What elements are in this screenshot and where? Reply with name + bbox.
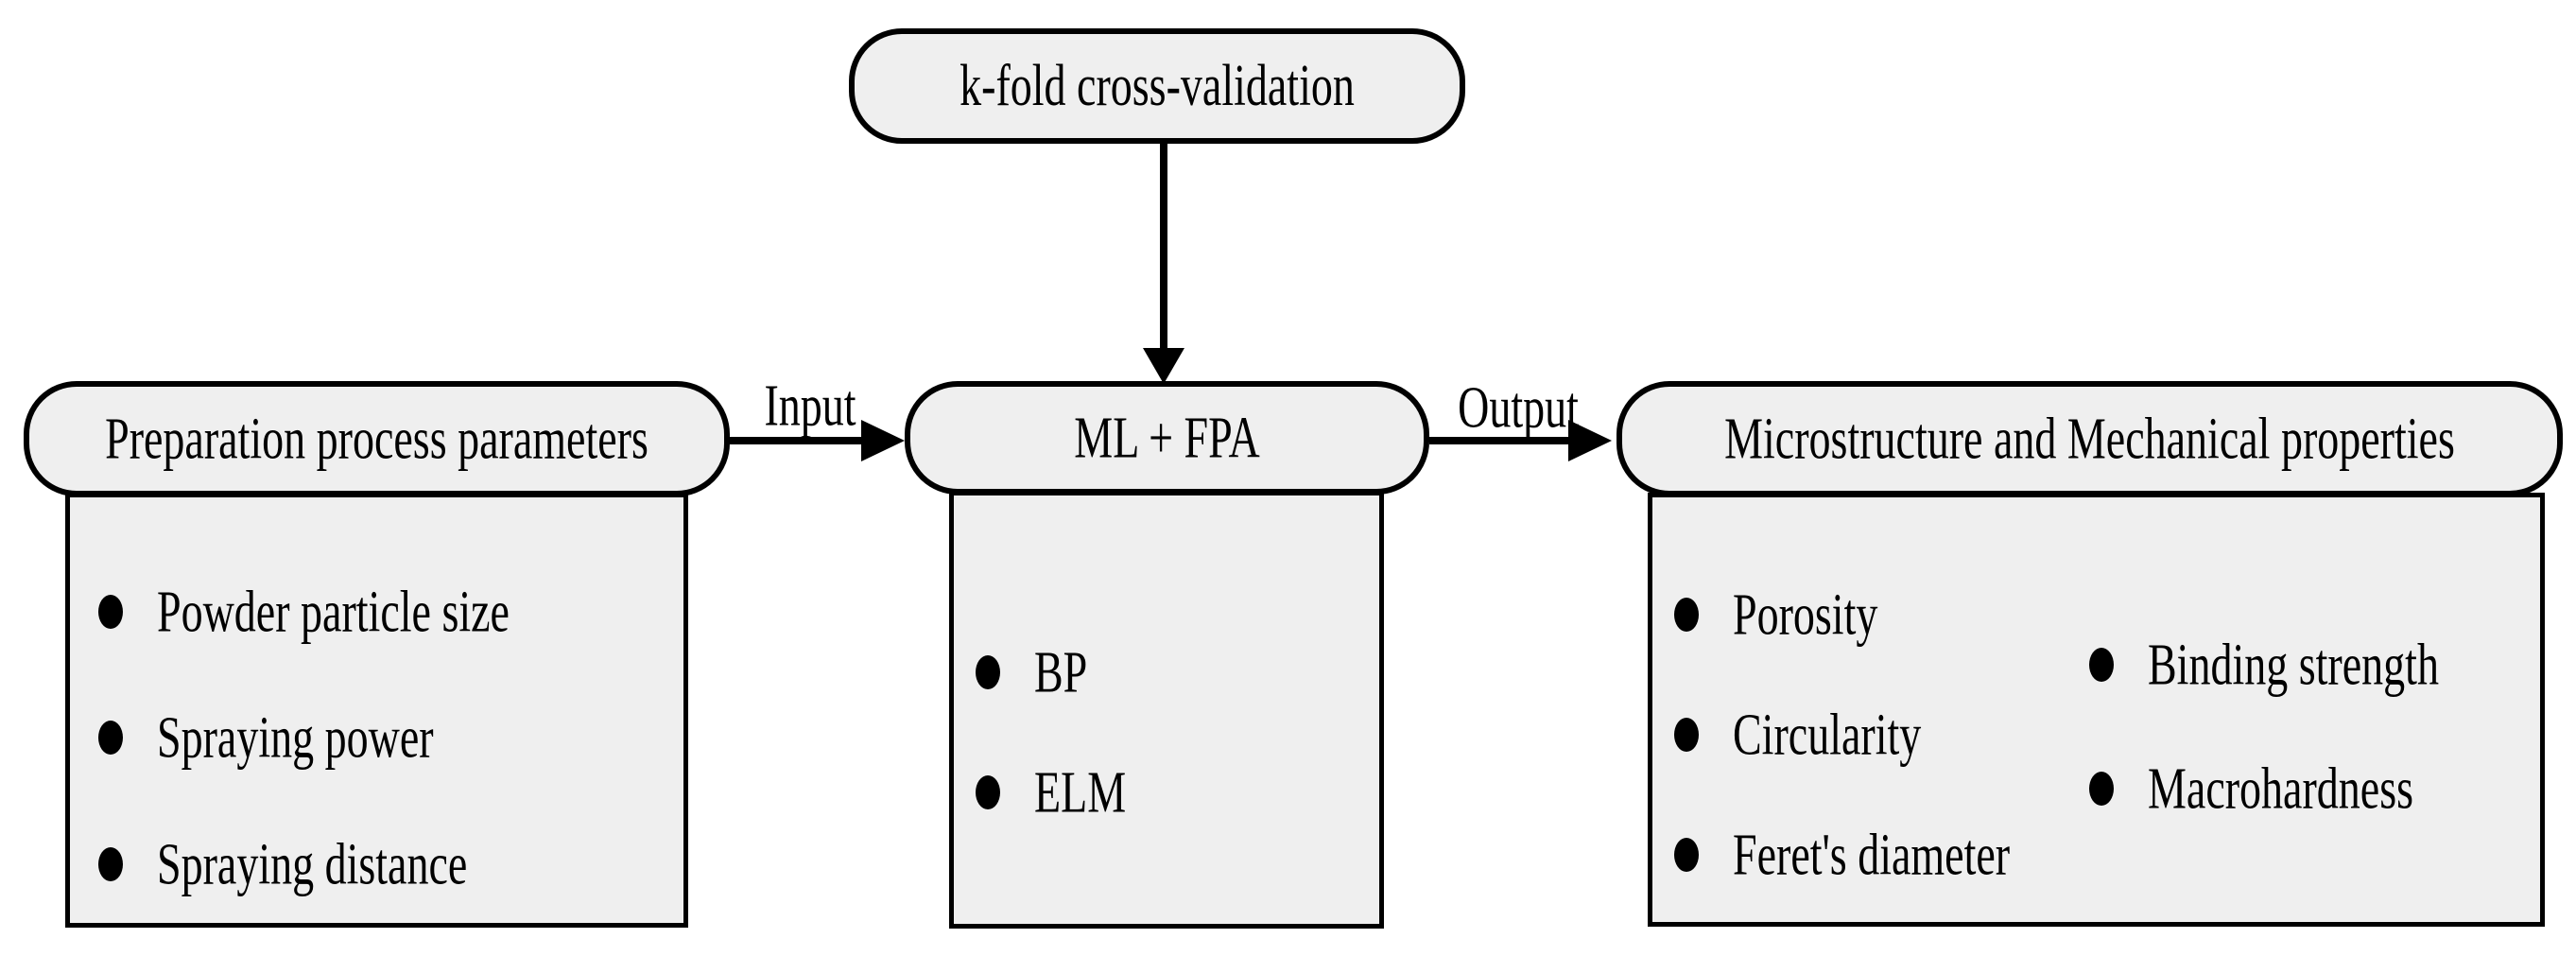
list-item-spraying-power: Spraying power (98, 705, 434, 770)
list-item-label: Porosity (1733, 581, 1878, 647)
input-edge-label: Input (764, 372, 856, 438)
list-item-bp: BP (976, 640, 1087, 704)
bullet-icon (976, 655, 1000, 689)
properties-node-title: Microstructure and Mechanical properties (1724, 405, 2455, 471)
list-item-label: Spraying power (157, 704, 434, 770)
list-item-label: Macrohardness (2148, 755, 2414, 821)
bullet-icon (1674, 718, 1699, 752)
preparation-node-body (65, 493, 688, 928)
list-item-label: Powder particle size (157, 578, 510, 644)
bullet-icon (98, 595, 123, 629)
preparation-node-header: Preparation process parameters (24, 381, 730, 496)
ml-fpa-node-body (949, 491, 1384, 929)
properties-node-body (1648, 493, 2545, 927)
list-item-label: Circularity (1733, 701, 1922, 767)
bullet-icon (98, 721, 123, 755)
kfold-validation-node: k-fold cross-validation (849, 28, 1465, 144)
ml-fpa-node-header: ML + FPA (905, 381, 1429, 495)
output-arrowhead-icon (1568, 420, 1612, 461)
ml-fpa-node-title: ML + FPA (1074, 404, 1260, 470)
bullet-icon (2089, 772, 2114, 806)
list-item-circularity: Circularity (1674, 703, 1921, 767)
list-item-label: Spraying distance (157, 830, 468, 896)
list-item-porosity: Porosity (1674, 582, 1877, 647)
bullet-icon (98, 847, 123, 881)
bullet-icon (2089, 648, 2114, 682)
properties-node-header: Microstructure and Mechanical properties (1616, 381, 2563, 496)
list-item-macrohardness: Macrohardness (2089, 756, 2413, 821)
output-arrow-line (1429, 437, 1569, 444)
output-edge-label: Output (1458, 374, 1579, 440)
list-item-label: Feret's diameter (1733, 821, 2011, 887)
validation-to-center-arrowhead-icon (1143, 348, 1184, 384)
list-item-elm: ELM (976, 760, 1126, 825)
bullet-icon (1674, 598, 1699, 632)
list-item-binding-strength: Binding strength (2089, 633, 2439, 697)
preparation-node-title: Preparation process parameters (105, 405, 648, 471)
list-item-label: ELM (1034, 758, 1127, 825)
input-arrow-line (730, 437, 862, 444)
input-arrowhead-icon (861, 420, 905, 461)
bullet-icon (1674, 838, 1699, 872)
list-item-label: Binding strength (2148, 631, 2439, 697)
validation-to-center-arrow-line (1160, 144, 1167, 350)
list-item-powder-particle-size: Powder particle size (98, 580, 510, 644)
list-item-ferets-diameter: Feret's diameter (1674, 823, 2010, 887)
list-item-label: BP (1034, 638, 1088, 704)
kfold-validation-label: k-fold cross-validation (960, 52, 1355, 118)
bullet-icon (976, 775, 1000, 809)
list-item-spraying-distance: Spraying distance (98, 832, 467, 896)
